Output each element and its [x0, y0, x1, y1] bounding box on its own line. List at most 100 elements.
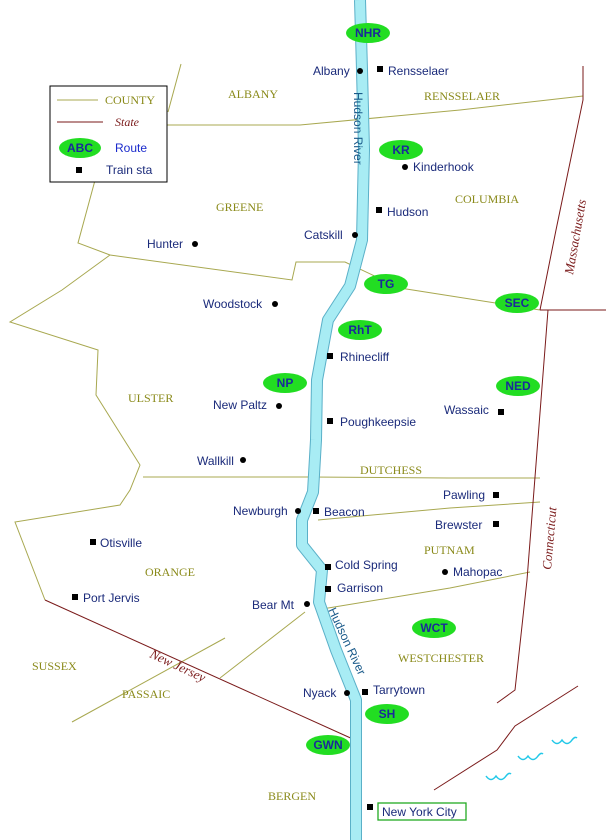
places: Albany Rensselaer Kinderhook Hudson Cats… [72, 64, 504, 821]
legend-train-station-swatch [76, 167, 82, 173]
route-badge-ned[interactable]: NED [496, 376, 540, 396]
svg-text:Newburgh: Newburgh [233, 504, 288, 518]
place-garrison[interactable]: Garrison [325, 581, 383, 595]
place-catskill[interactable]: Catskill [304, 228, 358, 242]
place-albany[interactable]: Albany [313, 64, 363, 78]
place-woodstock[interactable]: Woodstock [203, 297, 278, 311]
place-mahopac[interactable]: Mahopac [442, 565, 502, 579]
legend-route-badge [59, 138, 101, 158]
route-badge-tg[interactable]: TG [364, 274, 408, 294]
state-labels: Massachusetts Connecticut New Jersey [147, 198, 589, 685]
svg-text:SH: SH [379, 707, 396, 721]
svg-text:Hunter: Hunter [147, 237, 183, 251]
svg-text:New York City: New York City [382, 805, 457, 819]
svg-text:GWN: GWN [313, 738, 342, 752]
route-badge-gwn[interactable]: GWN [306, 735, 350, 755]
water-waves [485, 736, 578, 781]
legend-route-label: Route [115, 141, 147, 155]
svg-text:Otisville: Otisville [100, 536, 142, 550]
svg-text:Tarrytown: Tarrytown [373, 683, 425, 697]
place-hudson[interactable]: Hudson [376, 205, 428, 219]
county-label: DUTCHESS [360, 463, 422, 477]
svg-text:RhT: RhT [348, 323, 372, 337]
route-badge-sec[interactable]: SEC [495, 293, 539, 313]
svg-text:Poughkeepsie: Poughkeepsie [340, 415, 416, 429]
route-badge-sh[interactable]: SH [365, 704, 409, 724]
place-tarrytown[interactable]: Tarrytown [362, 683, 425, 697]
legend-train-label: Train sta [106, 163, 153, 177]
place-hunter[interactable]: Hunter [147, 237, 198, 251]
svg-text:Rensselaer: Rensselaer [388, 64, 449, 78]
state-label-massachusetts: Massachusetts [561, 198, 589, 276]
svg-text:NP: NP [277, 376, 294, 390]
place-cold-spring[interactable]: Cold Spring [325, 558, 398, 572]
svg-text:Bear Mt: Bear Mt [252, 598, 295, 612]
route-badges: NHR KR TG SEC RhT NP NED WCT SH GWN [263, 23, 540, 755]
place-bear-mt[interactable]: Bear Mt [252, 598, 310, 612]
place-new-york-city[interactable]: New York City [367, 802, 467, 821]
svg-text:Rhinecliff: Rhinecliff [340, 350, 390, 364]
county-label: ORANGE [145, 565, 195, 579]
svg-text:NHR: NHR [355, 26, 381, 40]
place-beacon[interactable]: Beacon [313, 505, 365, 519]
svg-text:Hudson: Hudson [387, 205, 428, 219]
route-badge-rht[interactable]: RhT [338, 320, 382, 340]
svg-text:Mahopac: Mahopac [453, 565, 502, 579]
svg-text:Nyack: Nyack [303, 686, 337, 700]
river-label-north: Hudson River [351, 92, 365, 165]
route-badge-np[interactable]: NP [263, 373, 307, 393]
place-rhinecliff[interactable]: Rhinecliff [327, 350, 390, 364]
state-boundaries [44, 66, 606, 791]
state-label-connecticut: Connecticut [539, 506, 559, 570]
svg-text:Kinderhook: Kinderhook [413, 160, 475, 174]
route-badge-nhr[interactable]: NHR [346, 23, 390, 43]
place-wassaic[interactable]: Wassaic [444, 403, 504, 417]
county-label: RENSSELAER [424, 89, 500, 103]
place-port-jervis[interactable]: Port Jervis [72, 591, 140, 605]
county-label: COLUMBIA [455, 192, 519, 206]
county-label: ULSTER [128, 391, 173, 405]
route-badge-kr[interactable]: KR [379, 140, 423, 160]
svg-text:Cold Spring: Cold Spring [335, 558, 398, 572]
county-labels: ALBANY RENSSELAER GREENE COLUMBIA ULSTER… [32, 87, 519, 803]
place-pawling[interactable]: Pawling [443, 488, 499, 502]
county-label: GREENE [216, 200, 263, 214]
county-label: PASSAIC [122, 687, 170, 701]
svg-text:Catskill: Catskill [304, 228, 343, 242]
place-new-paltz[interactable]: New Paltz [213, 398, 282, 412]
svg-text:NED: NED [505, 379, 531, 393]
svg-text:Wassaic: Wassaic [444, 403, 489, 417]
place-brewster[interactable]: Brewster [435, 518, 499, 532]
legend-route-badge-text: ABC [67, 141, 93, 155]
svg-text:Woodstock: Woodstock [203, 297, 263, 311]
legend-state-label: State [115, 115, 140, 129]
svg-text:KR: KR [392, 143, 410, 157]
svg-text:New Paltz: New Paltz [213, 398, 267, 412]
place-wallkill[interactable]: Wallkill [197, 454, 246, 468]
svg-text:TG: TG [378, 277, 395, 291]
place-poughkeepsie[interactable]: Poughkeepsie [327, 415, 416, 429]
svg-text:SEC: SEC [505, 296, 530, 310]
place-nyack[interactable]: Nyack [303, 686, 350, 700]
hudson-river [296, 0, 370, 840]
county-label: SUSSEX [32, 659, 77, 673]
svg-text:Albany: Albany [313, 64, 350, 78]
svg-text:Brewster: Brewster [435, 518, 482, 532]
county-label: ALBANY [228, 87, 278, 101]
legend-county-label: COUNTY [105, 93, 155, 107]
county-label: WESTCHESTER [398, 651, 484, 665]
svg-text:Port Jervis: Port Jervis [83, 591, 140, 605]
svg-text:WCT: WCT [420, 621, 448, 635]
svg-text:Wallkill: Wallkill [197, 454, 234, 468]
county-label: BERGEN [268, 789, 316, 803]
place-otisville[interactable]: Otisville [90, 536, 142, 550]
svg-text:Beacon: Beacon [324, 505, 365, 519]
place-kinderhook[interactable]: Kinderhook [402, 160, 475, 174]
route-badge-wct[interactable]: WCT [412, 618, 456, 638]
place-rensselaer[interactable]: Rensselaer [377, 64, 449, 78]
svg-text:Pawling: Pawling [443, 488, 485, 502]
county-label: PUTNAM [424, 543, 475, 557]
place-newburgh[interactable]: Newburgh [233, 504, 301, 518]
legend: COUNTY State ABC Route Train sta [49, 85, 168, 183]
